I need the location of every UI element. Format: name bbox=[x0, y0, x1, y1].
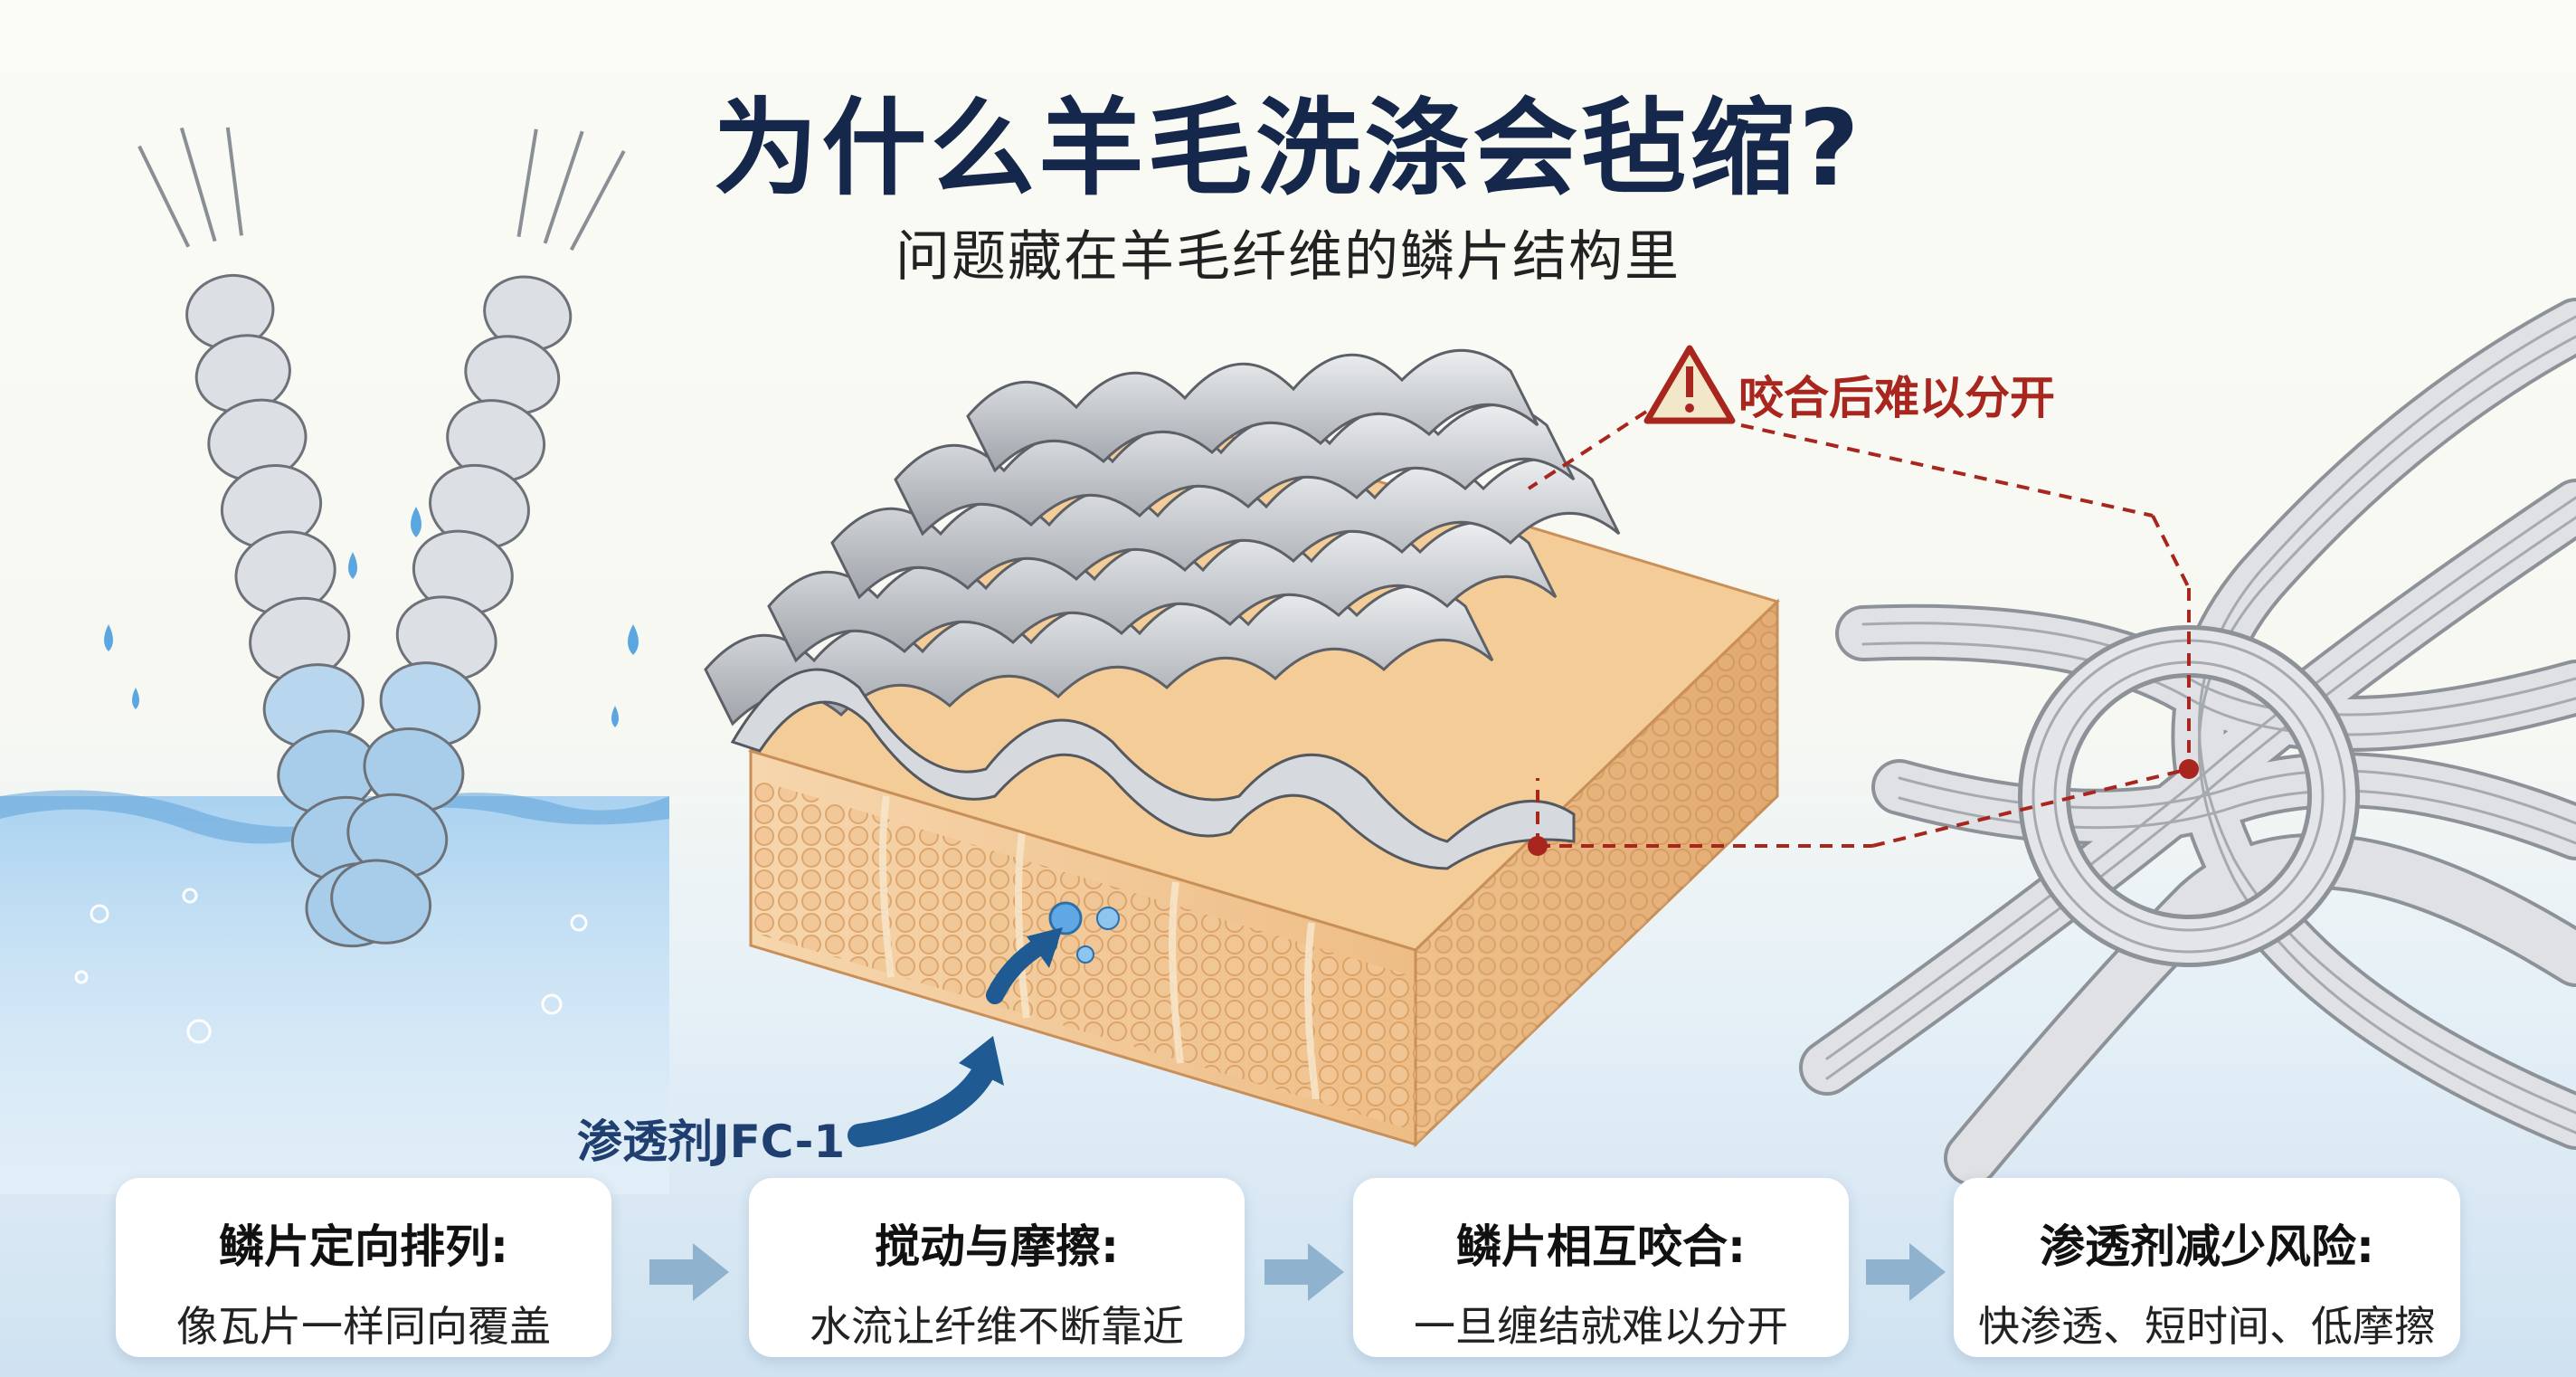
water-molecules bbox=[1045, 901, 1120, 964]
bubbles bbox=[74, 888, 588, 1044]
water-droplets bbox=[104, 507, 639, 727]
step-desc: 水流让纤维不断靠近 bbox=[810, 1302, 1184, 1351]
step-title: 鳞片相互咬合: bbox=[1456, 1220, 1746, 1273]
step-desc: 像瓦片一样同向覆盖 bbox=[176, 1302, 551, 1351]
warning-callout bbox=[1527, 345, 2199, 856]
arrow-right-icon bbox=[649, 1243, 729, 1301]
step-card-3: 鳞片相互咬合: 一旦缠结就难以分开 bbox=[1353, 1178, 1849, 1357]
step-card-4: 渗透剂减少风险: 快渗透、短时间、低摩擦 bbox=[1954, 1178, 2460, 1357]
penetrant-label: 渗透剂JFC-1 bbox=[577, 1116, 846, 1168]
step-card-2: 搅动与摩擦: 水流让纤维不断靠近 bbox=[749, 1178, 1245, 1357]
scale-structure-block bbox=[704, 348, 1780, 1148]
step-title: 搅动与摩擦: bbox=[875, 1220, 1119, 1273]
scale-tiles bbox=[704, 348, 1621, 726]
penetrant-arrow-large bbox=[848, 1056, 998, 1147]
braided-fibers-in-water bbox=[0, 127, 669, 1194]
tangled-fiber-knot bbox=[1799, 298, 2576, 1186]
arrow-right-icon bbox=[1264, 1243, 1344, 1301]
braid-right bbox=[330, 128, 626, 945]
step-title: 渗透剂减少风险: bbox=[2040, 1220, 2374, 1273]
step-title: 鳞片定向排列: bbox=[219, 1220, 508, 1273]
step-card-1: 鳞片定向排列: 像瓦片一样同向覆盖 bbox=[116, 1178, 611, 1357]
braid-left bbox=[137, 127, 407, 948]
arrow-right-icon bbox=[1866, 1243, 1946, 1301]
page-subtitle: 问题藏在羊毛纤维的鳞片结构里 bbox=[895, 225, 1681, 289]
process-steps: 鳞片定向排列: 像瓦片一样同向覆盖 搅动与摩擦: 水流让纤维不断靠近 鳞片相互咬… bbox=[116, 1178, 2460, 1359]
step-desc: 一旦缠结就难以分开 bbox=[1414, 1302, 1788, 1351]
page-title: 为什么羊毛洗涤会毡缩? bbox=[713, 88, 1863, 210]
step-desc: 快渗透、短时间、低摩擦 bbox=[1978, 1302, 2436, 1351]
warning-label: 咬合后难以分开 bbox=[1738, 372, 2055, 424]
water-surface bbox=[0, 790, 669, 844]
